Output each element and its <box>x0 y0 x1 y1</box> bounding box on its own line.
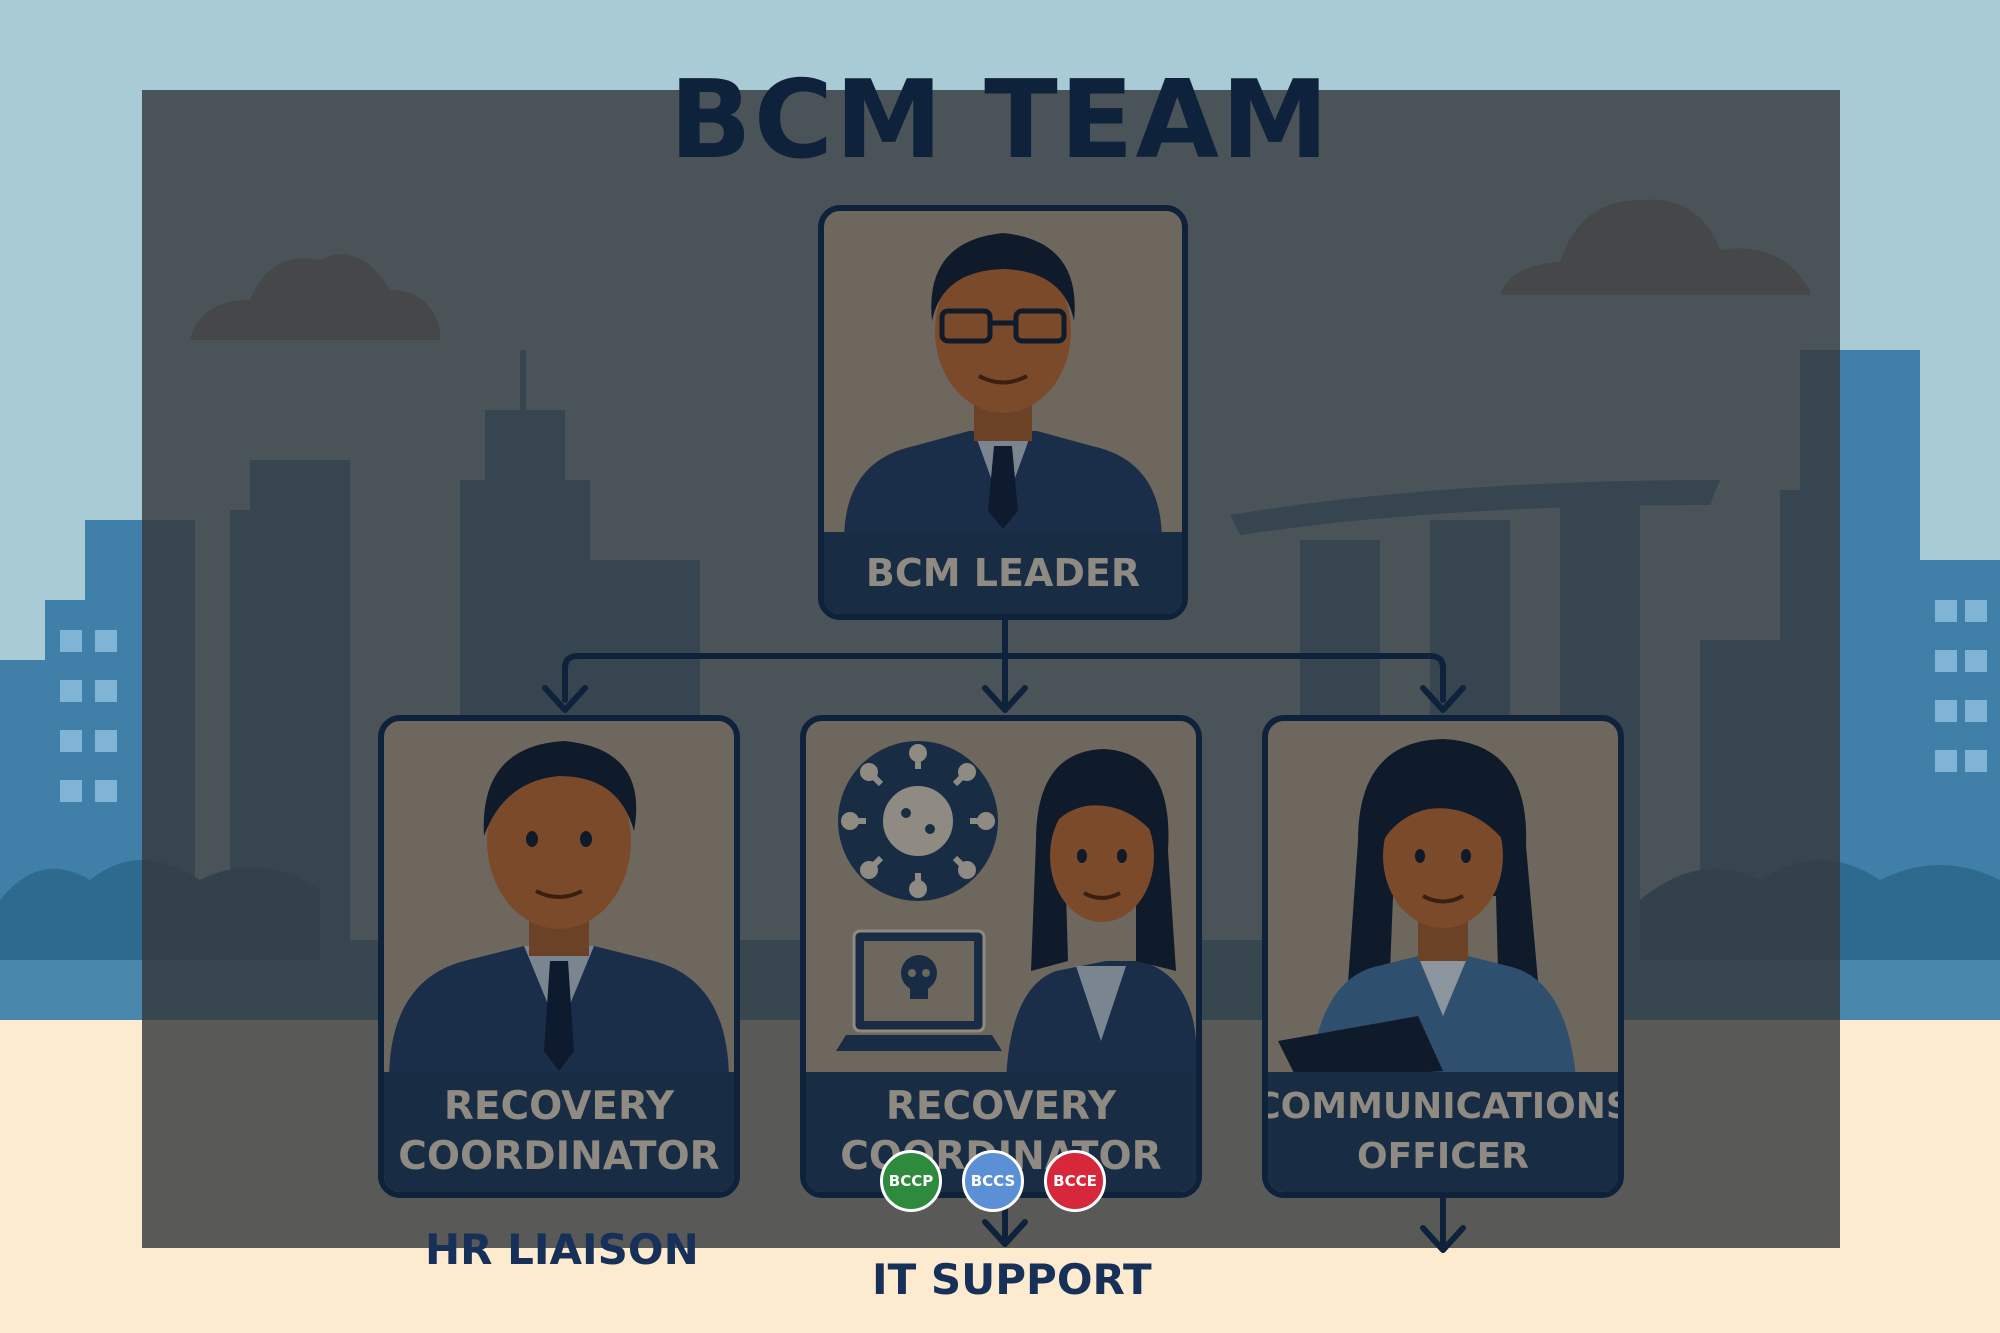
bcce-badge: BCCE <box>1044 1150 1106 1212</box>
leader-portrait-icon <box>844 233 1162 541</box>
communications-officer-card: COMMUNICATIONS OFFICER <box>1262 715 1624 1198</box>
bcm-leader-label: BCM LEADER <box>824 532 1182 614</box>
it-support-label: IT SUPPORT <box>872 1255 1152 1304</box>
bccs-badge: BCCS <box>962 1150 1024 1212</box>
communications-officer-label: COMMUNICATIONS OFFICER <box>1268 1072 1618 1192</box>
bcm-leader-card: BCM LEADER <box>818 205 1188 620</box>
bccp-badge: BCCP <box>880 1150 942 1212</box>
recovery-coordinator-label-1: RECOVERY COORDINATOR <box>384 1072 734 1192</box>
it-woman-portrait-icon <box>836 741 1196 1121</box>
hr-liaison-label: HR LIAISON <box>425 1225 699 1274</box>
page-title: BCM TEAM <box>669 58 1331 183</box>
man-portrait-icon <box>389 741 729 1121</box>
recovery-coordinator-card-2: RECOVERY COORDINATOR <box>800 715 1202 1198</box>
recovery-coordinator-card-1: RECOVERY COORDINATOR <box>378 715 740 1198</box>
woman-portrait-icon <box>1278 739 1578 1121</box>
